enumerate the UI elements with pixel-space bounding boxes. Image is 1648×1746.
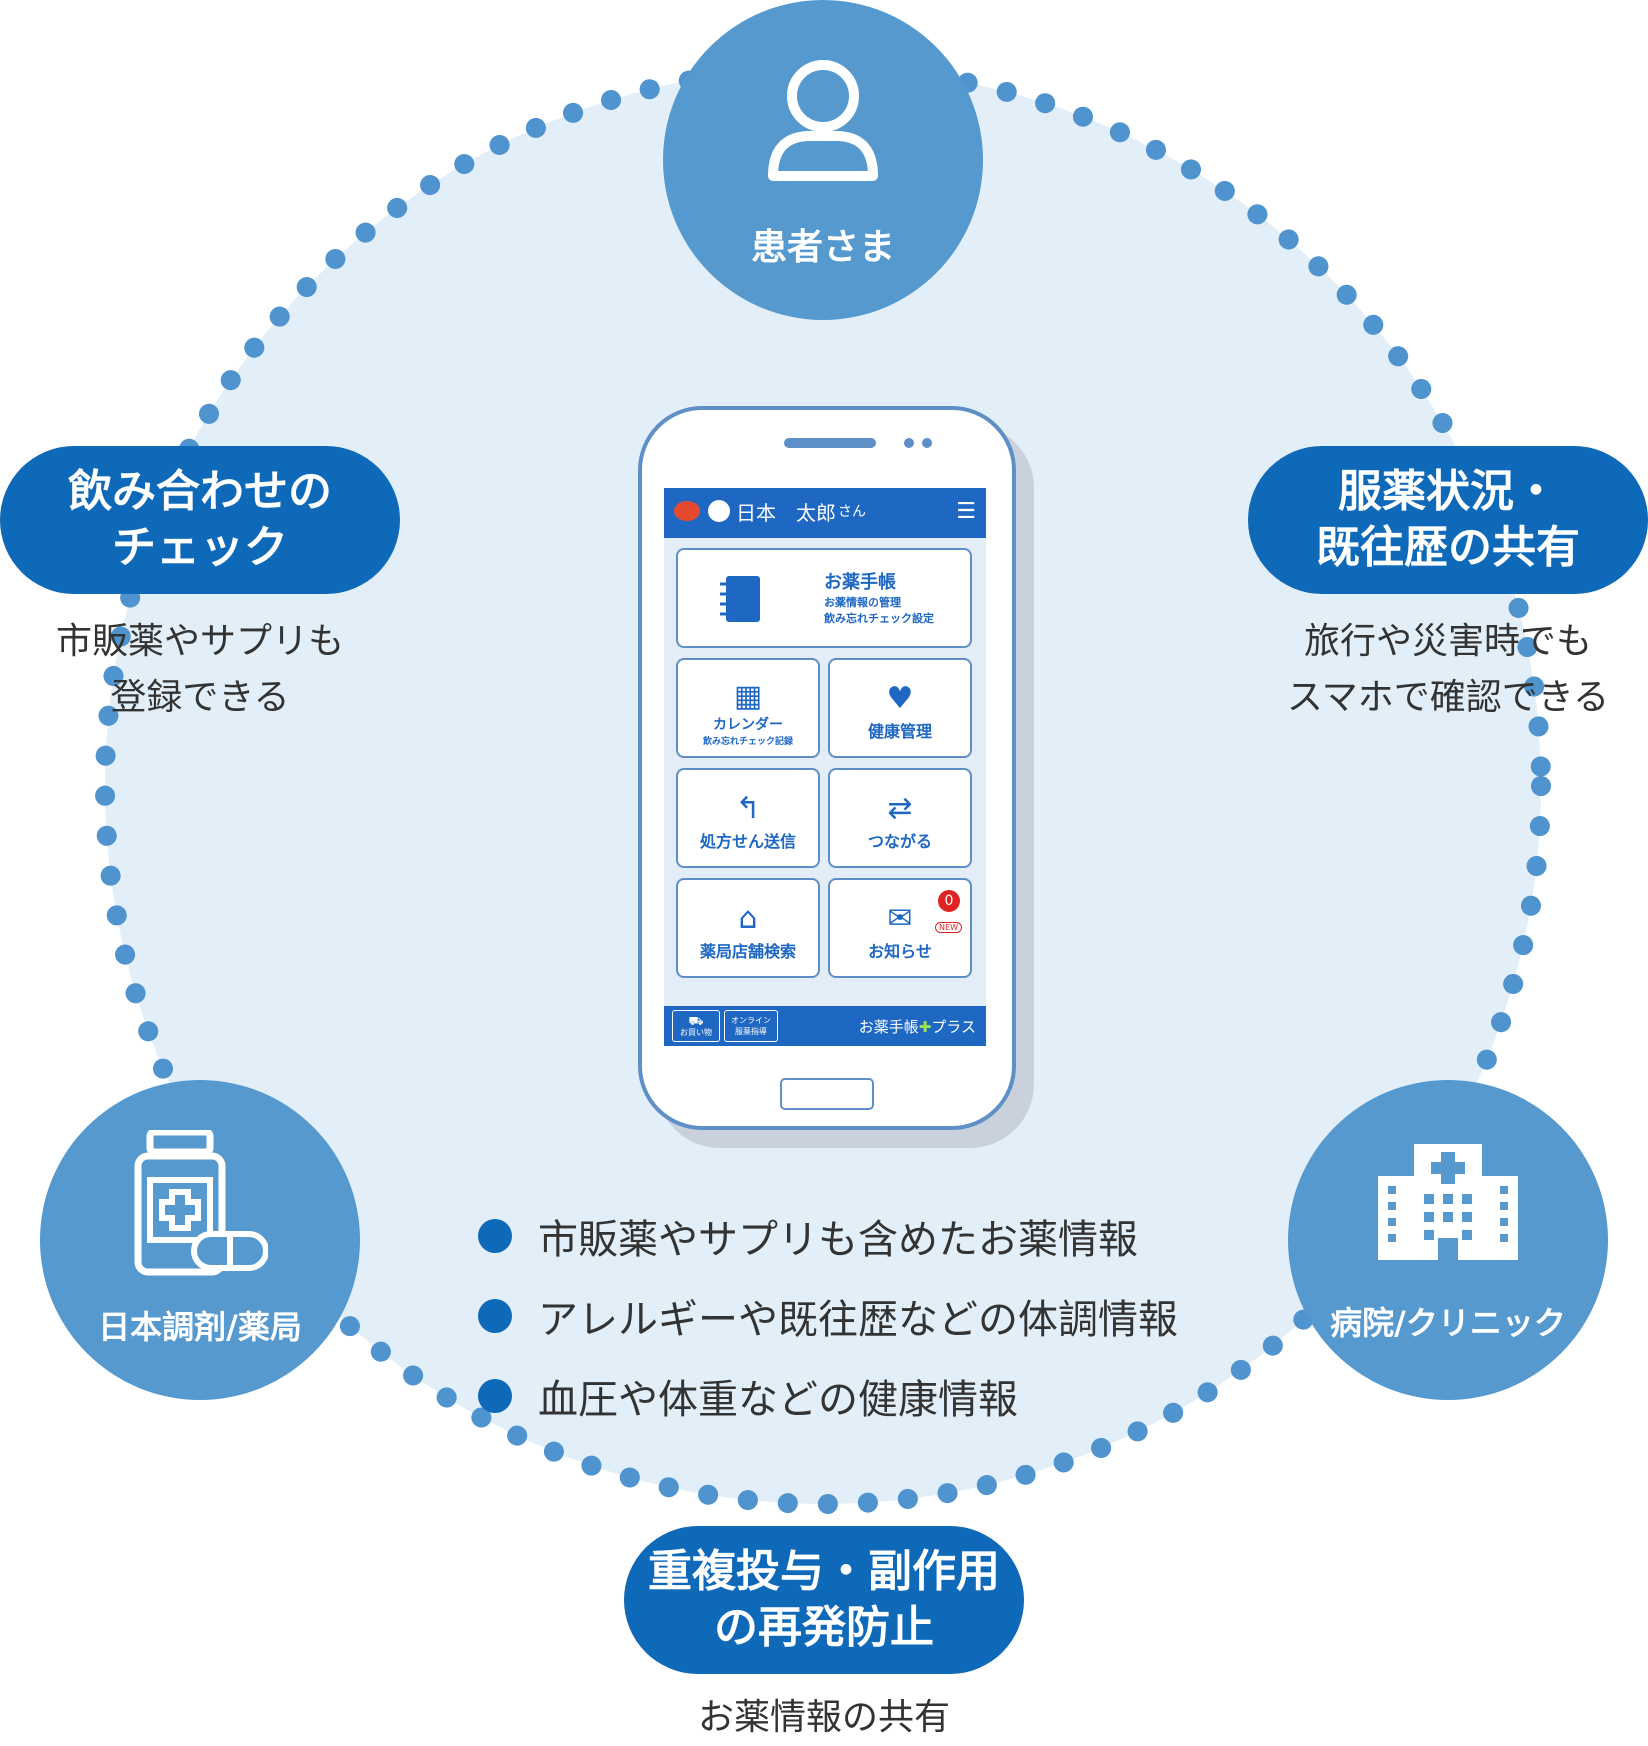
user-avatar-icon (708, 500, 730, 522)
interaction-caption-line2: 登録できる (110, 677, 290, 718)
history-sharing-line2: 既往歴の共有 (1316, 522, 1580, 573)
phone-speaker (784, 438, 876, 448)
interaction-check-pill: 飲み合わせの チェック (0, 446, 400, 594)
bullet-dot (478, 1299, 512, 1333)
app-menu: お薬手帳 お薬情報の管理 飲み忘れチェック設定 ▦ カレンダー 飲み忘れチェック… (664, 538, 986, 1006)
bullet-dot (478, 1379, 512, 1413)
health-title: 健康管理 (867, 722, 932, 741)
user-suffix: さん (838, 504, 866, 520)
health-management-button[interactable]: ♥ 健康管理 (828, 658, 972, 758)
pharmacy-label: 日本調剤/薬局 (98, 1308, 302, 1346)
hamburger-menu-icon[interactable]: ☰ (956, 498, 976, 524)
bullet-text: 血圧や体重などの健康情報 (538, 1377, 1018, 1423)
medicine-bottle-icon (134, 1130, 268, 1276)
brand-text-1: お薬手帳 (858, 1018, 919, 1036)
bullet-item: 市販薬やサプリも含めたお薬情報 (478, 1196, 1178, 1276)
shopping-label: お買い物 (680, 1028, 712, 1037)
notice-button[interactable]: ✉ お知らせ 0 NEW (828, 878, 972, 978)
connect-people-icon: ⇄ (887, 791, 913, 826)
interaction-check-line2: チェック (112, 522, 288, 573)
phone-mockup: 日本 太郎 さん ☰ お薬手帳 お薬情報の管理 飲み忘れチェック設定 ▦ カレン… (638, 406, 1016, 1130)
interaction-check-line1: 飲み合わせの (68, 466, 332, 517)
bullet-text: アレルギーや既往歴などの体調情報 (538, 1297, 1178, 1343)
prescription-title: 処方せん送信 (699, 832, 796, 851)
user-name: 日本 太郎 (736, 500, 836, 525)
calendar-title: カレンダー (713, 717, 783, 733)
bullet-text: 市販薬やサプリも含めたお薬情報 (538, 1217, 1138, 1263)
connect-title: つながる (867, 832, 932, 851)
app-header: 日本 太郎 さん ☰ (664, 488, 986, 534)
bullet-dot (478, 1219, 512, 1253)
phone-camera (922, 438, 932, 448)
brand-text-2: プラス (931, 1018, 976, 1036)
notice-count-badge: 0 (938, 890, 960, 912)
prescription-send-button[interactable]: ↰ 処方せん送信 (676, 768, 820, 868)
history-sharing-pill: 服薬状況・ 既往歴の共有 (1248, 446, 1648, 594)
plus-icon: ✚ (918, 1018, 932, 1036)
dotted-ring (95, 58, 1551, 1514)
store-search-title: 薬局店舗検索 (699, 942, 796, 961)
hospital-building-icon (1378, 1144, 1518, 1260)
connect-button[interactable]: ⇄ つながる (828, 768, 972, 868)
document-send-icon: ↰ (735, 791, 761, 826)
prevention-line1: 重複投与・副作用 (648, 1546, 1000, 1597)
notice-title: お知らせ (868, 942, 932, 961)
cart-icon: ⛟ (688, 1014, 704, 1028)
interaction-caption-line1: 市販薬やサプリも (55, 621, 344, 662)
interaction-check-caption: 市販薬やサプリも 登録できる (20, 614, 380, 726)
calendar-button[interactable]: ▦ カレンダー 飲み忘れチェック記録 (676, 658, 820, 758)
prevention-line2: の再発防止 (714, 1602, 934, 1653)
bullet-item: 血圧や体重などの健康情報 (478, 1356, 1178, 1436)
online-label-2: 服薬指導 (735, 1027, 767, 1036)
pharmacy-node: 日本調剤/薬局 (40, 1080, 360, 1400)
info-bullet-list: 市販薬やサプリも含めたお薬情報 アレルギーや既往歴などの体調情報 血圧や体重など… (478, 1196, 1178, 1436)
phone-sensor (904, 438, 914, 448)
shopping-button[interactable]: ⛟ お買い物 (672, 1010, 720, 1042)
store-search-button[interactable]: ⌂ 薬局店舗検索 (676, 878, 820, 978)
app-brand: お薬手帳✚プラス (859, 1016, 976, 1037)
new-badge: NEW (935, 922, 962, 933)
online-guidance-button[interactable]: オンライン 服薬指導 (724, 1010, 778, 1042)
phone-home-button (780, 1078, 874, 1110)
notebook-sub2: 飲み忘れチェック設定 (824, 612, 934, 625)
app-footer: ⛟ お買い物 オンライン 服薬指導 お薬手帳✚プラス (664, 1006, 986, 1046)
sharing-caption-line1: 旅行や災害時でも (1303, 621, 1592, 662)
hospital-node: 病院/クリニック (1288, 1080, 1608, 1400)
phone-screen: 日本 太郎 さん ☰ お薬手帳 お薬情報の管理 飲み忘れチェック設定 ▦ カレン… (664, 488, 986, 1046)
recurrence-prevention-pill: 重複投与・副作用 の再発防止 (624, 1526, 1024, 1674)
medicine-notebook-button[interactable]: お薬手帳 お薬情報の管理 飲み忘れチェック設定 (676, 548, 972, 648)
calendar-icon: ▦ (733, 679, 763, 714)
prevention-caption: お薬情報の共有 (697, 1697, 950, 1738)
mail-envelope-icon: ✉ (887, 901, 913, 936)
patient-label: 患者さま (750, 227, 895, 268)
patient-node: 患者さま (663, 0, 983, 320)
person-icon (768, 60, 878, 181)
store-house-icon: ⌂ (738, 901, 758, 936)
notebook-sub1: お薬情報の管理 (824, 596, 901, 609)
history-sharing-line1: 服薬状況・ (1338, 466, 1558, 517)
heart-magnifier-icon: ♥ (886, 681, 914, 716)
sharing-caption-line2: スマホで確認できる (1286, 677, 1610, 718)
history-sharing-caption: 旅行や災害時でも スマホで確認できる (1268, 614, 1628, 726)
online-label-1: オンライン (731, 1016, 771, 1025)
notebook-icon (720, 576, 760, 622)
bullet-item: アレルギーや既往歴などの体調情報 (478, 1276, 1178, 1356)
notebook-text: お薬手帳 お薬情報の管理 飲み忘れチェック設定 (824, 568, 934, 626)
hospital-label: 病院/クリニック (1330, 1304, 1566, 1342)
mascot-icon (674, 501, 700, 521)
calendar-sub: 飲み忘れチェック記録 (702, 737, 793, 747)
notebook-title: お薬手帳 (824, 572, 896, 593)
